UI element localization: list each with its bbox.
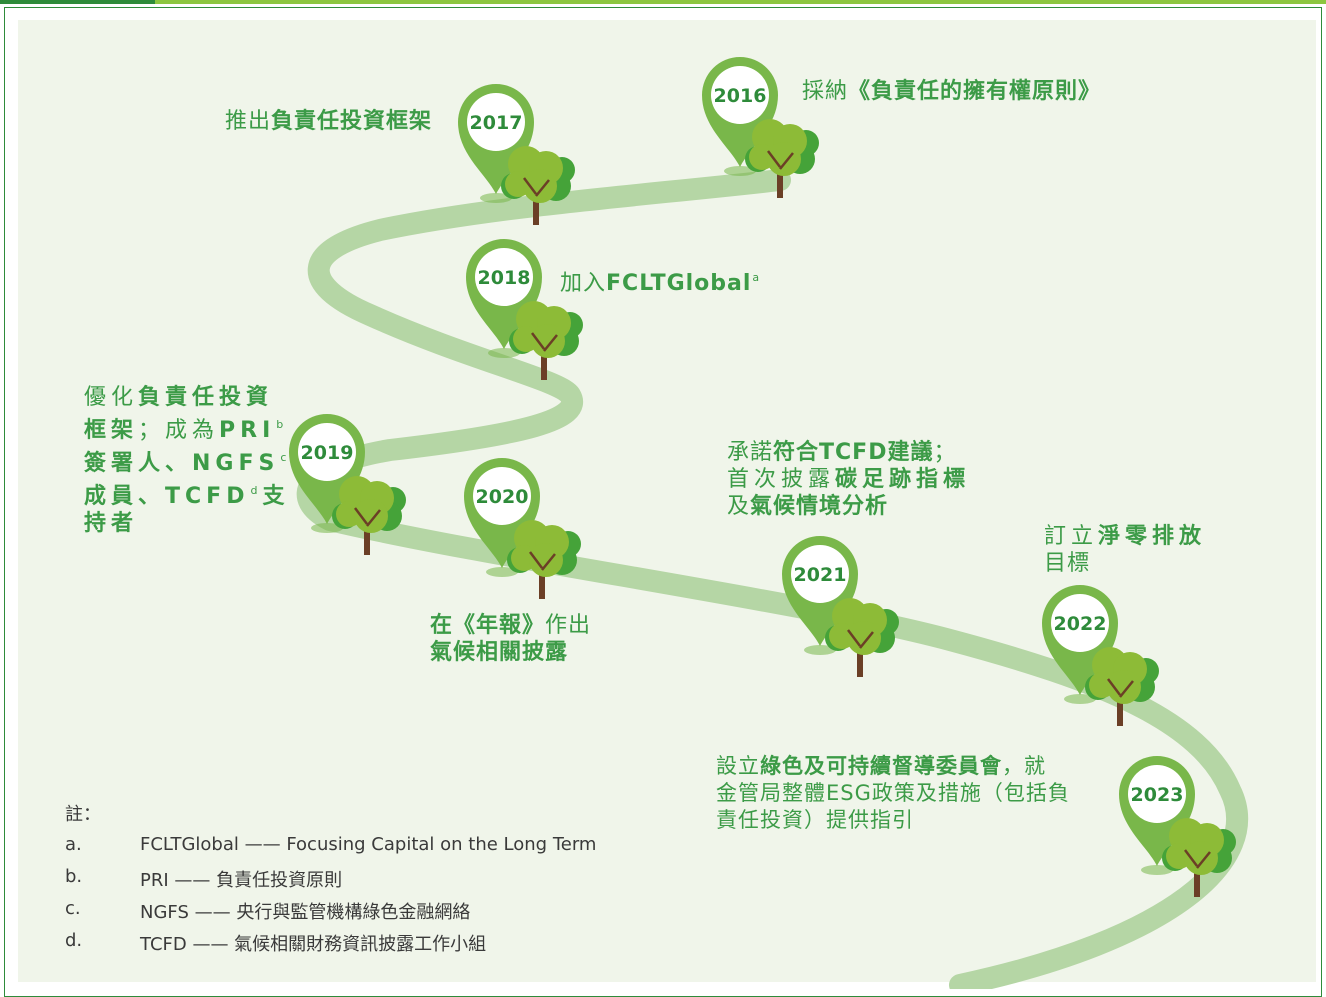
tree-icon: [745, 119, 819, 198]
notes-heading: 註：: [65, 804, 101, 825]
milestone-2022-label: 訂立淨零排放 目標: [1044, 524, 1207, 576]
pin-inner-circle: [791, 545, 849, 603]
milestone-year: 2017: [470, 112, 523, 134]
pin-shadow: [480, 193, 512, 203]
tree-icon: [1085, 647, 1159, 726]
milestone-marker-2019: 2019: [289, 413, 406, 555]
winding-road-path: [296, 169, 1249, 989]
milestone-2019-label: 優化負責任投資 框架；成為PRIb 簽署人、NGFSc 成員、TCFDd支 持者: [84, 385, 292, 536]
milestone-2016-label: 採納《負責任的擁有權原則》: [802, 79, 1102, 104]
milestone-marker-2022: 2022: [1042, 585, 1159, 726]
milestone-year: 2020: [476, 486, 529, 508]
tree-icon: [825, 598, 899, 677]
timeline-panel: [18, 20, 1316, 982]
milestone-year: 2021: [794, 564, 847, 586]
pin-shadow: [311, 523, 343, 533]
milestone-2020-label: 在《年報》作出 氣候相關披露: [430, 613, 592, 665]
pin-shadow: [1064, 694, 1096, 704]
pin-inner-circle: [473, 467, 531, 525]
pin-shadow: [724, 166, 756, 176]
milestone-year: 2022: [1054, 613, 1107, 635]
pin-shadow: [804, 645, 836, 655]
top-accent-bar-light: [155, 0, 1326, 4]
tree-icon: [332, 476, 406, 555]
milestone-2023-label: 設立綠色及可持續督導委員會，就 金管局整體ESG政策及措施（包括負 責任投資）提…: [716, 754, 1070, 832]
tree-icon: [509, 301, 583, 380]
pin-inner-circle: [1128, 765, 1186, 823]
tree-icon: [501, 146, 575, 225]
milestone-year: 2018: [478, 267, 531, 289]
pin-shadow: [1141, 865, 1173, 875]
pin-shadow: [488, 348, 520, 358]
milestone-2021-label: 承諾符合TCFD建議； 首次披露碳足跡指標 及氣候情境分析: [727, 440, 971, 519]
milestone-marker-2021: 2021: [782, 536, 899, 677]
tree-icon: [507, 520, 581, 599]
milestone-marker-2020: 2020: [464, 458, 581, 599]
milestone-marker-2018: 2018: [466, 239, 583, 380]
pin-shadow: [486, 567, 518, 577]
milestone-year: 2019: [301, 442, 354, 464]
pin-inner-circle: [711, 66, 769, 124]
milestone-marker-2016: 2016: [702, 57, 819, 198]
milestone-marker-2017: 2017: [458, 84, 575, 225]
pin-inner-circle: [475, 248, 533, 306]
milestone-year: 2016: [714, 85, 767, 107]
milestone-2017-label: 推出負責任投資框架: [225, 109, 433, 134]
tree-icon: [1162, 818, 1236, 897]
pin-inner-circle: [298, 423, 356, 481]
milestone-2018-label: 加入FCLTGlobala: [560, 271, 761, 296]
milestone-marker-2023: 2023: [1119, 756, 1236, 897]
top-accent-bar: [0, 0, 155, 4]
pin-inner-circle: [1051, 594, 1109, 652]
milestone-year: 2023: [1131, 784, 1184, 806]
pin-inner-circle: [467, 93, 525, 151]
